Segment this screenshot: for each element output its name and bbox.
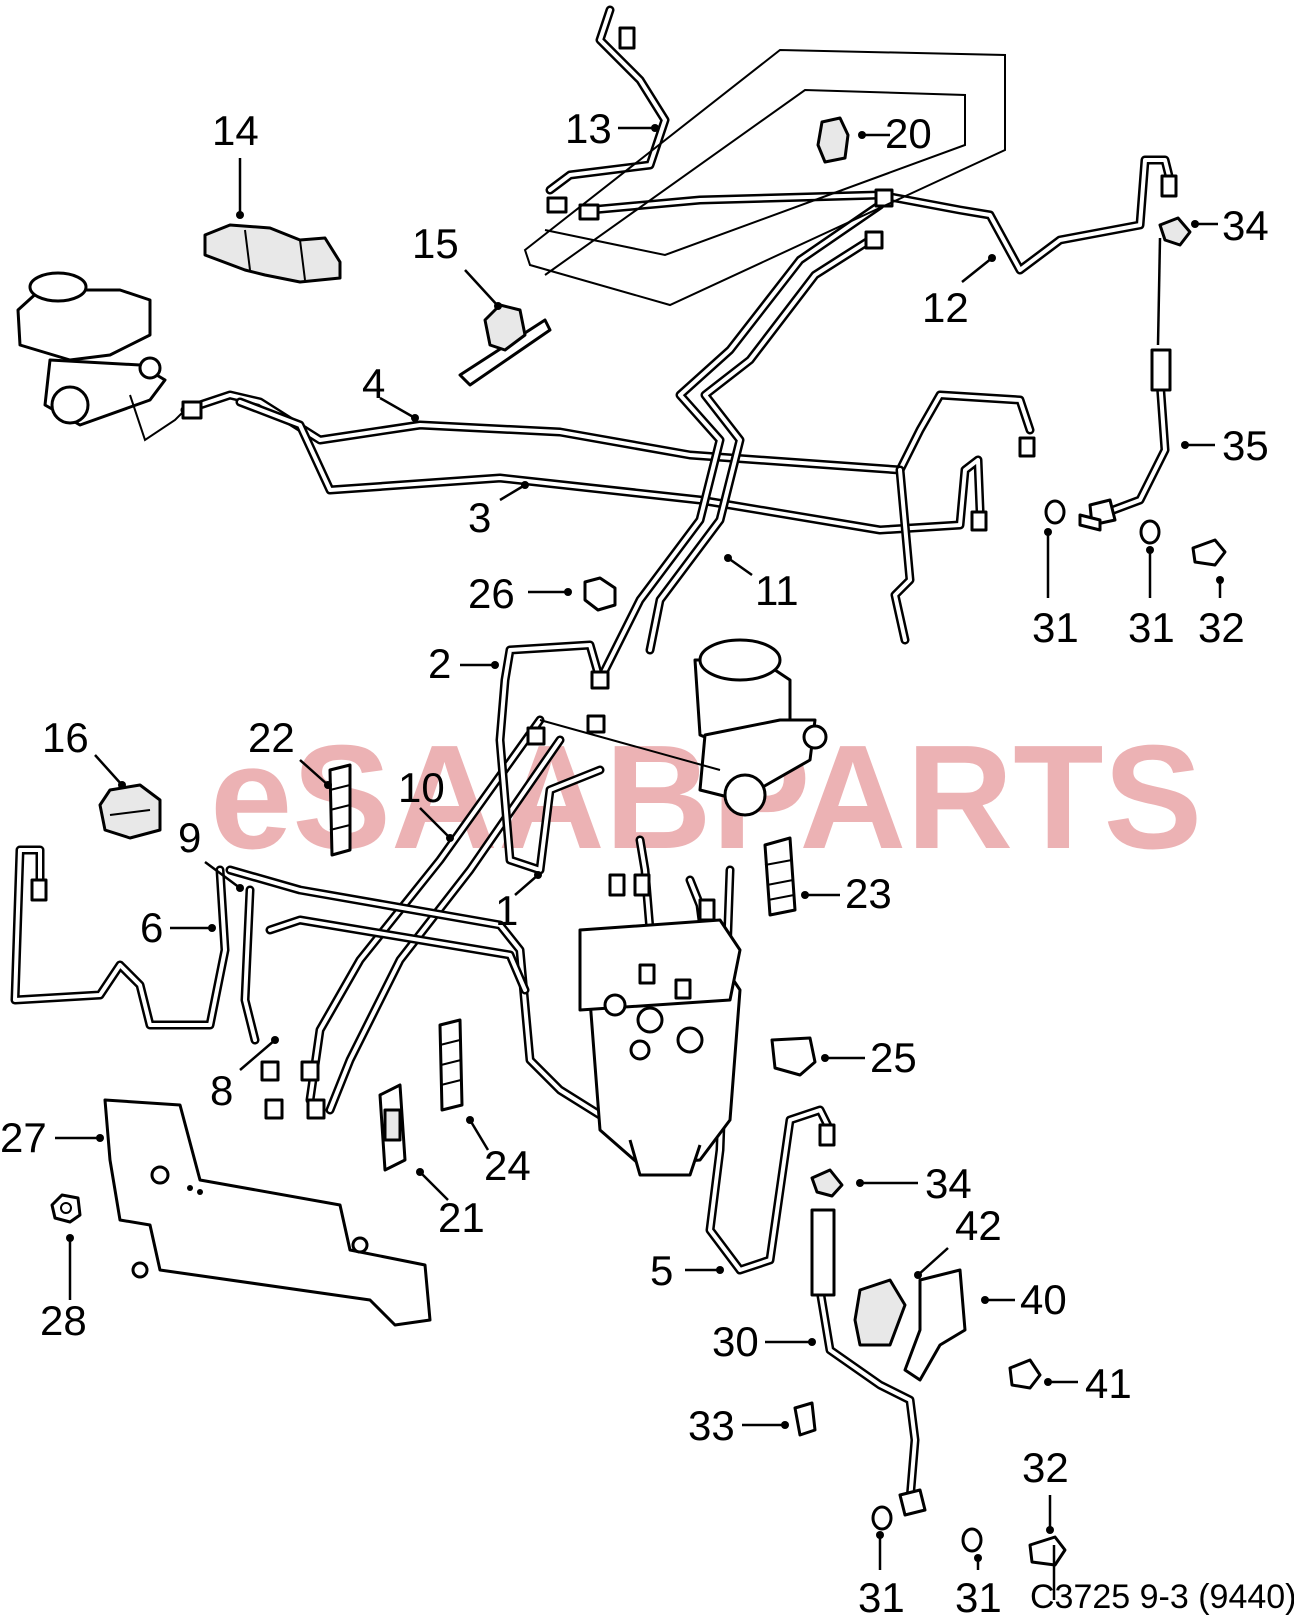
callout-32-bottom: 32 (1022, 1444, 1069, 1491)
callout-13: 13 (565, 105, 612, 152)
hose-fitting-30 (810, 1208, 927, 1517)
pipe-8 (240, 885, 530, 1045)
callout-40: 40 (1020, 1276, 1067, 1323)
diagram-reference-code: C3725 9-3 (9440) (1030, 1578, 1294, 1616)
brake-hose-35 (1095, 375, 1170, 520)
callout-27: 27 (0, 1114, 47, 1161)
clip-34-bottom (810, 1168, 844, 1198)
callout-11: 11 (755, 567, 799, 614)
clip-22 (328, 763, 352, 857)
clip-34-top (1158, 216, 1192, 247)
bracket-40 (903, 1268, 967, 1382)
callout-34-top: 34 (1222, 202, 1269, 249)
callout-20: 20 (885, 110, 932, 157)
reference-frames (523, 48, 1006, 307)
master-cylinder-center (539, 638, 828, 817)
clip-26 (583, 576, 617, 612)
callouts: 14 15 13 20 12 34 35 4 3 11 26 2 16 22 1… (0, 105, 1269, 1616)
pipe-4 (180, 390, 1035, 475)
callout-12: 12 (922, 284, 969, 331)
abs-modulator (578, 918, 742, 1177)
clip-23 (763, 836, 797, 917)
callout-31-b: 31 (1128, 604, 1175, 651)
callout-23: 23 (845, 870, 892, 917)
callout-25: 25 (870, 1034, 917, 1081)
bolts (1008, 538, 1227, 1567)
clip-15 (458, 303, 552, 387)
hose-fitting-35 (1078, 348, 1172, 532)
clip-20 (816, 116, 850, 164)
callout-26: 26 (468, 570, 515, 617)
nut-28 (50, 1193, 82, 1224)
brake-hose-30 (815, 1285, 920, 1505)
clamp-42 (853, 1278, 907, 1347)
pipe-11a (595, 200, 885, 685)
clip-21 (378, 1083, 407, 1172)
pipe-10b (325, 735, 565, 1115)
pipe-2 (495, 640, 605, 875)
cover-14 (203, 223, 342, 284)
callout-41: 41 (1085, 1360, 1132, 1407)
callout-32-top: 32 (1198, 604, 1245, 651)
master-cylinder-left (16, 271, 186, 442)
callout-42: 42 (955, 1202, 1002, 1249)
callout-24: 24 (484, 1142, 531, 1189)
washers-31 (871, 499, 1161, 1553)
callout-33: 33 (688, 1402, 735, 1449)
leader-lines (55, 124, 1224, 1600)
pipe-10 (305, 715, 545, 1105)
mounting-bracket-27 (103, 1098, 432, 1327)
clip-16 (98, 783, 162, 840)
callout-31-a: 31 (1032, 604, 1079, 651)
callout-34-bottom: 34 (925, 1160, 972, 1207)
callout-21: 21 (438, 1194, 485, 1241)
callout-2: 2 (428, 640, 451, 687)
flare-nuts (30, 26, 1178, 1147)
pipe-5 (705, 865, 835, 1275)
callout-3: 3 (468, 494, 491, 541)
callout-9: 9 (178, 814, 201, 861)
callout-35: 35 (1222, 422, 1269, 469)
callout-5: 5 (650, 1247, 673, 1294)
pipe-9 (225, 865, 645, 1145)
clip-25 (770, 1036, 817, 1077)
callout-22: 22 (248, 714, 295, 761)
callout-28: 28 (40, 1297, 87, 1344)
callout-14: 14 (212, 107, 259, 154)
callout-16: 16 (42, 714, 89, 761)
callout-6: 6 (140, 904, 163, 951)
callout-1: 1 (495, 887, 518, 934)
callout-10: 10 (398, 764, 445, 811)
pipe-11b (645, 235, 875, 655)
pipe-13 (545, 5, 670, 195)
clip-24 (438, 1018, 464, 1112)
pipe-3-loop (890, 465, 915, 645)
callout-31-d: 31 (955, 1574, 1002, 1616)
callout-31-c: 31 (858, 1574, 905, 1616)
pipe-12 (585, 155, 1175, 275)
pipe-6 (10, 845, 230, 1030)
callout-4: 4 (362, 360, 385, 407)
callout-15: 15 (412, 220, 459, 267)
pipe-3 (235, 397, 985, 535)
callout-8: 8 (210, 1067, 233, 1114)
callout-30: 30 (712, 1318, 759, 1365)
clip-33 (793, 1401, 817, 1437)
